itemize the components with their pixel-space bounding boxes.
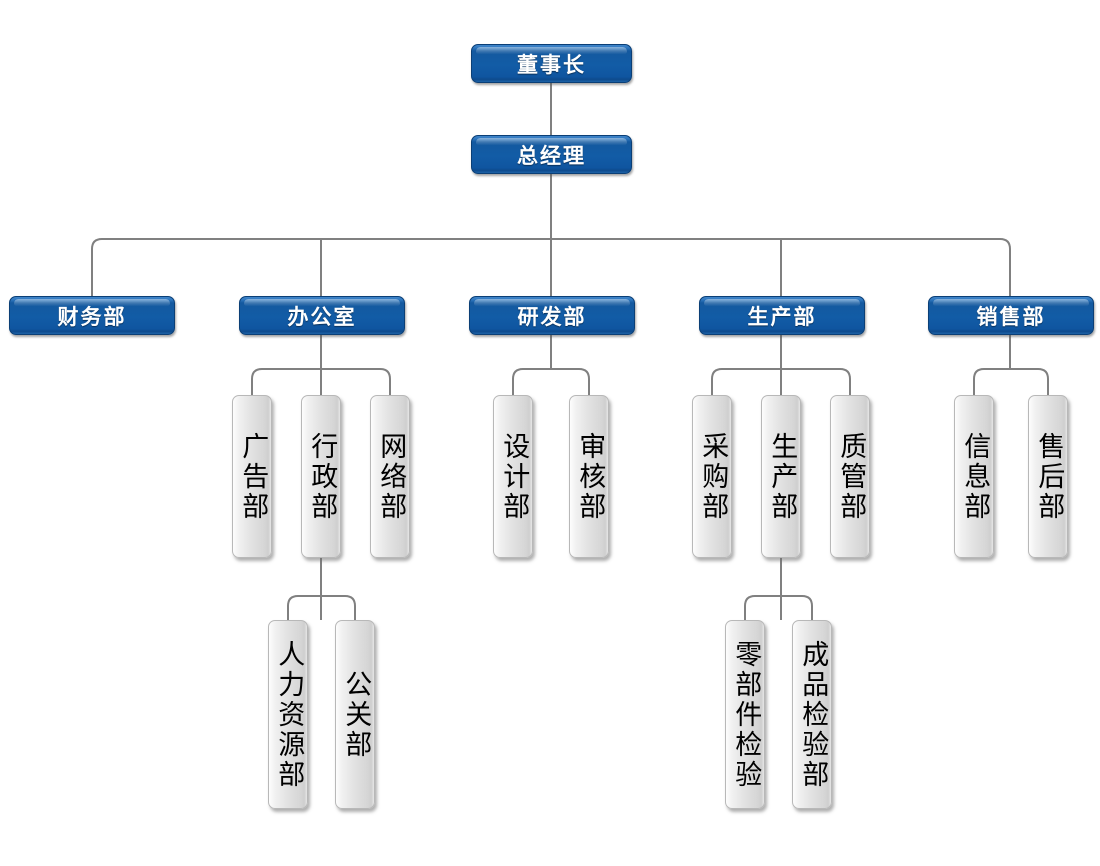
node-human-resources-dept[interactable]: 人力资源部	[268, 620, 308, 809]
node-human-resources-dept-label: 人力资源部	[273, 639, 305, 790]
node-administration-dept-label: 行政部	[306, 431, 338, 522]
connector-rnd-bus	[512, 368, 590, 395]
node-advertising-dept-label: 广告部	[237, 431, 269, 522]
connector-level2-bus	[91, 238, 1011, 296]
node-public-relations-dept-label: 公关部	[340, 669, 372, 760]
node-chairman[interactable]: 董事长	[471, 44, 632, 83]
connector-manufacturing-bus	[744, 595, 813, 620]
node-sales-dept-label: 销售部	[976, 304, 1046, 329]
node-parts-inspection[interactable]: 零部件检验	[725, 620, 765, 809]
node-purchasing-dept[interactable]: 采购部	[692, 395, 732, 558]
node-design-dept-label: 设计部	[498, 431, 530, 522]
node-purchasing-dept-label: 采购部	[697, 431, 729, 522]
node-aftersales-dept[interactable]: 售后部	[1028, 395, 1068, 558]
node-finished-goods-inspection-dept-label: 成品检验部	[797, 639, 829, 790]
connector-production-bus	[711, 368, 851, 395]
node-general-manager[interactable]: 总经理	[471, 135, 632, 174]
node-finance-dept[interactable]: 财务部	[9, 296, 175, 335]
node-information-dept[interactable]: 信息部	[954, 395, 994, 558]
node-office-dept[interactable]: 办公室	[239, 296, 405, 335]
node-general-manager-label: 总经理	[517, 143, 586, 168]
node-aftersales-dept-label: 售后部	[1033, 431, 1065, 522]
node-manufacturing-dept[interactable]: 生产部	[761, 395, 801, 558]
node-finance-dept-label: 财务部	[57, 304, 127, 329]
node-design-dept[interactable]: 设计部	[493, 395, 533, 558]
node-administration-dept[interactable]: 行政部	[301, 395, 341, 558]
node-network-dept-label: 网络部	[375, 431, 407, 522]
node-information-dept-label: 信息部	[959, 431, 991, 522]
node-quality-dept[interactable]: 质管部	[830, 395, 870, 558]
node-public-relations-dept[interactable]: 公关部	[335, 620, 375, 809]
node-sales-dept[interactable]: 销售部	[928, 296, 1094, 335]
node-advertising-dept[interactable]: 广告部	[232, 395, 272, 558]
node-rnd-dept-label: 研发部	[517, 304, 587, 329]
node-parts-inspection-label: 零部件检验	[730, 639, 762, 790]
connector-office-bus	[251, 368, 391, 395]
connector-sales-bus	[973, 368, 1049, 395]
node-chairman-label: 董事长	[517, 52, 586, 77]
connector-admin-bus	[287, 595, 356, 620]
node-office-dept-label: 办公室	[287, 304, 357, 329]
node-rnd-dept[interactable]: 研发部	[469, 296, 635, 335]
node-network-dept[interactable]: 网络部	[370, 395, 410, 558]
node-review-dept-label: 审核部	[574, 431, 606, 522]
node-review-dept[interactable]: 审核部	[569, 395, 609, 558]
node-quality-dept-label: 质管部	[835, 431, 867, 522]
node-production-dept-label: 生产部	[747, 304, 817, 329]
node-manufacturing-dept-label: 生产部	[766, 431, 798, 522]
node-finished-goods-inspection-dept[interactable]: 成品检验部	[792, 620, 832, 809]
node-production-dept[interactable]: 生产部	[699, 296, 865, 335]
